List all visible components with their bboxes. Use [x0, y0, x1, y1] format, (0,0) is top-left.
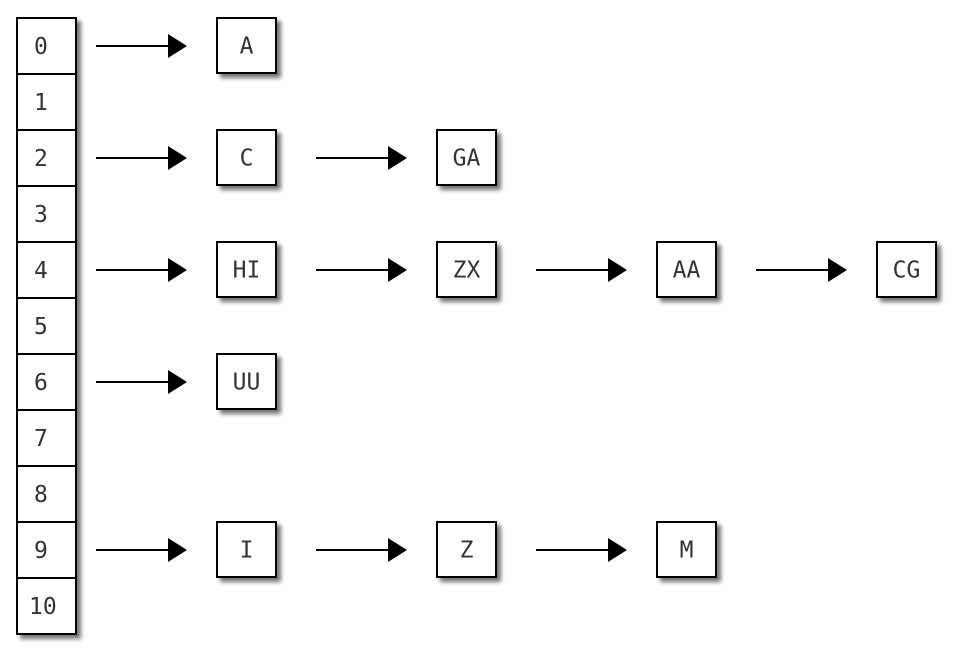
- arrow-head: [388, 146, 407, 170]
- list-node-box: [876, 241, 937, 298]
- chain-row: A: [96, 17, 277, 74]
- list-node: CG: [876, 241, 937, 298]
- arrow-head: [168, 34, 187, 58]
- list-node-box: [436, 521, 497, 578]
- list-node: C: [216, 129, 277, 186]
- pointer-arrow: [96, 370, 187, 394]
- list-node-label: AA: [673, 258, 701, 284]
- arrow-head: [828, 258, 847, 282]
- list-node-label: Z: [460, 538, 474, 564]
- bucket-index-label: 6: [34, 370, 48, 396]
- bucket-index-label: 1: [34, 90, 48, 116]
- list-node: UU: [216, 353, 277, 410]
- list-node-box: [216, 353, 277, 410]
- list-node-box: [216, 241, 277, 298]
- bucket-index-label: 10: [29, 594, 57, 620]
- pointer-arrow: [316, 538, 407, 562]
- arrow-head: [168, 258, 187, 282]
- list-node-box: [216, 521, 277, 578]
- pointer-arrow: [96, 538, 187, 562]
- arrow-head: [608, 538, 627, 562]
- list-node-label: CG: [893, 258, 921, 284]
- list-node-box: [216, 17, 277, 74]
- list-node-box: [436, 241, 497, 298]
- list-node: AA: [656, 241, 717, 298]
- pointer-arrow: [756, 258, 847, 282]
- list-node-label: M: [680, 538, 694, 564]
- chain-row: UU: [96, 353, 277, 410]
- chain-row: HI ZX AA CG: [96, 241, 937, 298]
- arrow-head: [608, 258, 627, 282]
- pointer-arrow: [536, 258, 627, 282]
- bucket-index-label: 7: [34, 426, 48, 452]
- pointer-arrow: [316, 258, 407, 282]
- list-node: ZX: [436, 241, 497, 298]
- pointer-arrow: [96, 258, 187, 282]
- list-node-box: [216, 129, 277, 186]
- arrow-head: [388, 258, 407, 282]
- pointer-arrow: [96, 34, 187, 58]
- bucket-index-label: 5: [34, 314, 48, 340]
- bucket-index-label: 4: [34, 258, 48, 284]
- bucket-index-label: 8: [34, 482, 48, 508]
- arrow-head: [168, 538, 187, 562]
- bucket-chains: A C GA HI ZX AA CG UU I Z M: [96, 17, 937, 578]
- chain-row: C GA: [96, 129, 497, 186]
- list-node-label: HI: [233, 258, 261, 284]
- list-node-label: ZX: [453, 258, 481, 284]
- pointer-arrow: [96, 146, 187, 170]
- arrow-head: [168, 146, 187, 170]
- list-node-label: A: [240, 34, 254, 60]
- list-node-box: [656, 241, 717, 298]
- list-node-label: I: [240, 538, 254, 564]
- bucket-array-frame: [16, 17, 77, 635]
- list-node-label: UU: [233, 370, 261, 396]
- arrow-head: [388, 538, 407, 562]
- bucket-index-label: 3: [34, 202, 48, 228]
- list-node: A: [216, 17, 277, 74]
- bucket-array: 0 1 2 3 4 5 6 7 8 9 10: [16, 17, 77, 635]
- pointer-arrow: [536, 538, 627, 562]
- arrow-head: [168, 370, 187, 394]
- list-node-label: GA: [453, 146, 481, 172]
- list-node: GA: [436, 129, 497, 186]
- bucket-cell: 10: [16, 577, 77, 635]
- list-node: I: [216, 521, 277, 578]
- list-node: M: [656, 521, 717, 578]
- list-node: HI: [216, 241, 277, 298]
- bucket-index-label: 2: [34, 146, 48, 172]
- list-node-label: C: [240, 146, 254, 172]
- bucket-cell-border: [16, 577, 77, 635]
- bucket-index-label: 0: [34, 34, 48, 60]
- list-node-box: [436, 129, 497, 186]
- list-node-box: [656, 521, 717, 578]
- bucket-index-label: 9: [34, 538, 48, 564]
- list-node: Z: [436, 521, 497, 578]
- pointer-arrow: [316, 146, 407, 170]
